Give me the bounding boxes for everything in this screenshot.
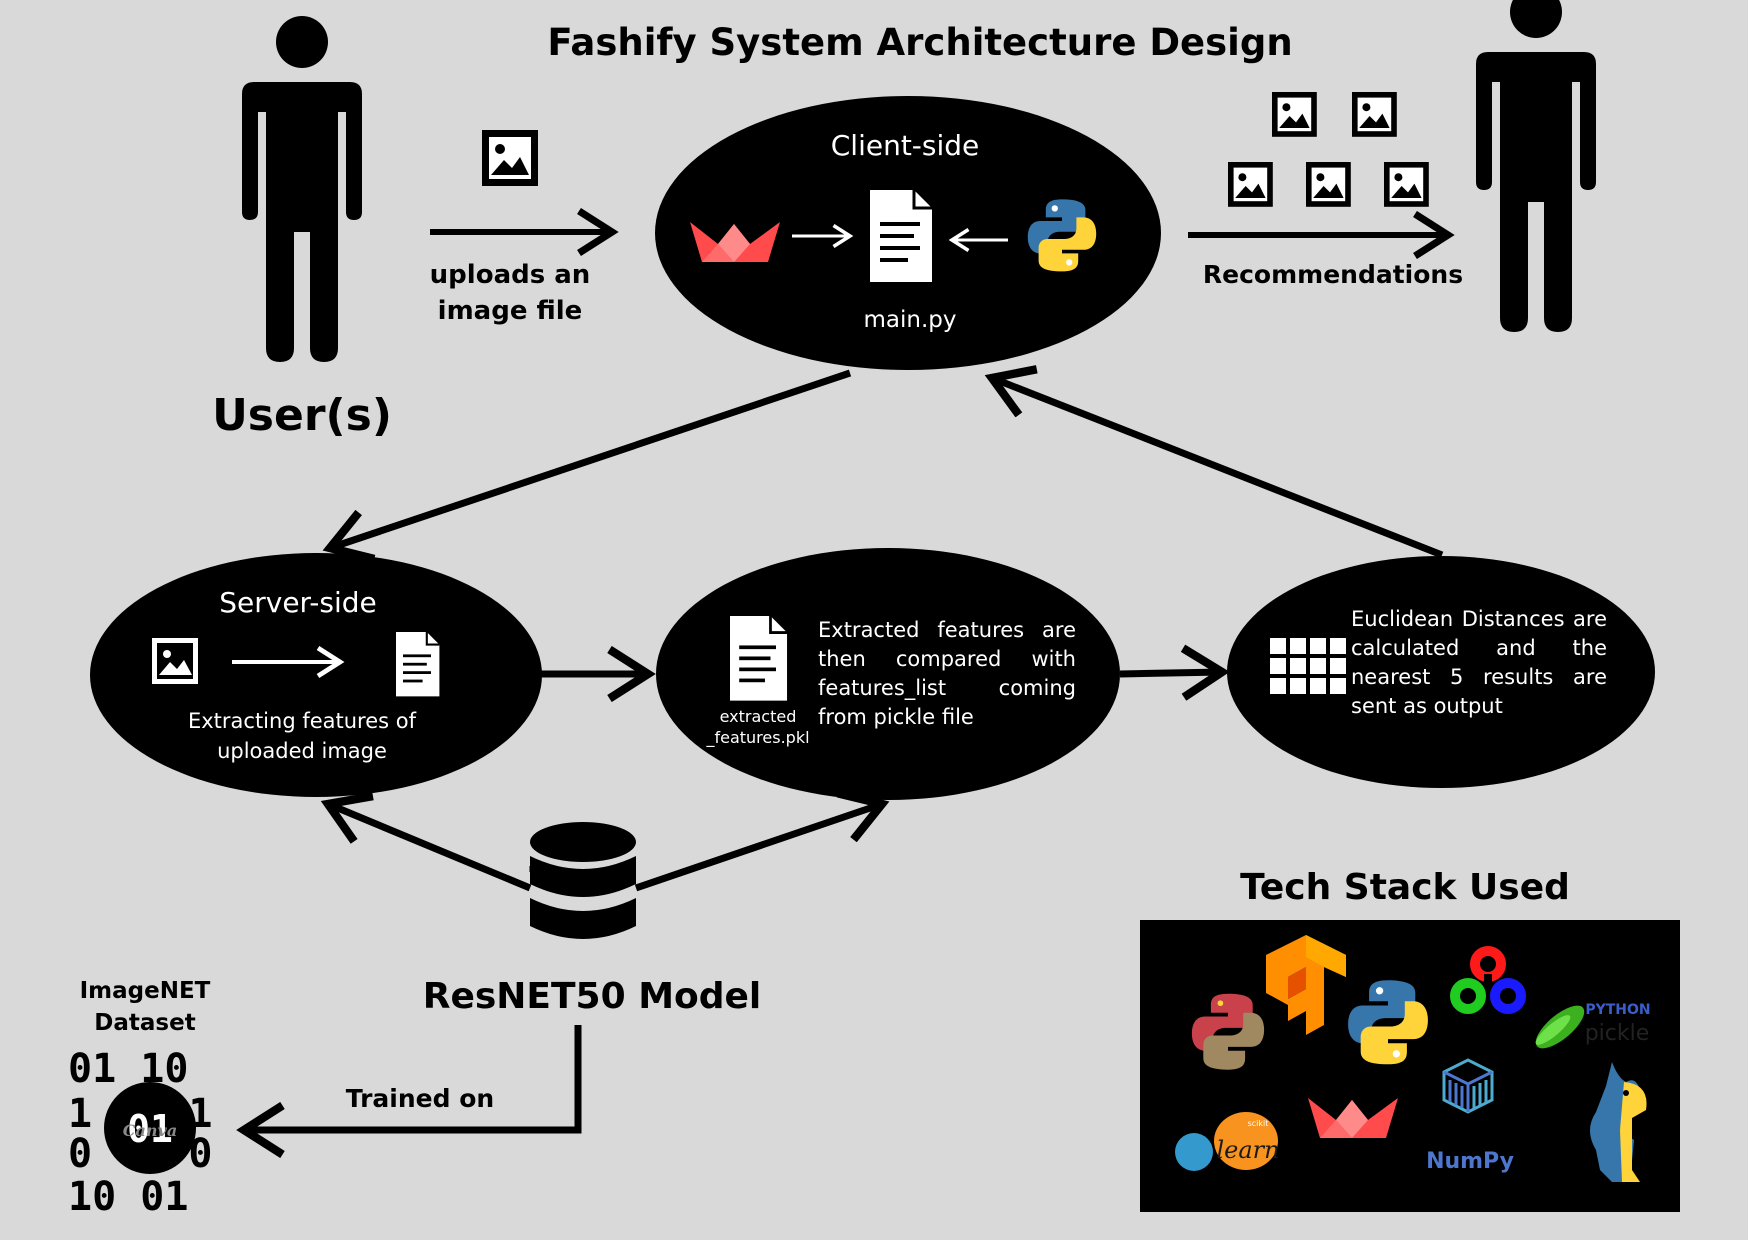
distance-to-client-arrow xyxy=(984,365,1444,559)
upload-label-line2: image file xyxy=(438,296,583,326)
main-py-label: main.py xyxy=(864,307,957,333)
pickle-text-line1: PYTHON xyxy=(1585,1002,1650,1018)
trained-on-connector xyxy=(236,1025,582,1159)
pillow-logo xyxy=(1191,993,1265,1070)
python-mascot-logo xyxy=(1590,1062,1647,1182)
dataset-label-line2: Dataset xyxy=(94,1010,195,1036)
upload-image-icon xyxy=(482,130,538,186)
pickle-file-label-line2: _features.pkl xyxy=(705,728,809,748)
client-side-title: Client-side xyxy=(831,129,980,162)
sklearn-text: learn xyxy=(1216,1136,1279,1164)
recommendations-label: Recommendations xyxy=(1203,260,1463,289)
recommendation-image-icon xyxy=(1306,162,1351,207)
compare-to-distance-arrow xyxy=(1119,644,1230,701)
user-icon-left xyxy=(242,16,362,362)
users-label: User(s) xyxy=(212,390,392,441)
pickle-text-line2: pickle xyxy=(1585,1021,1650,1046)
upload-label-line1: uploads an xyxy=(430,260,591,290)
svg-text:01: 01 xyxy=(127,1107,173,1151)
svg-text:Canva: Canva xyxy=(123,1121,177,1140)
database-icon xyxy=(529,822,636,939)
server-side-title: Server-side xyxy=(219,586,377,619)
pickle-logo: PYTHON pickle xyxy=(1535,1002,1651,1049)
compare-node xyxy=(656,548,1120,800)
binary-data-icon: 01 10 1 1 0 0 10 01 01 Canva xyxy=(68,1046,213,1220)
numpy-text: NumPy xyxy=(1426,1149,1514,1174)
pickle-file-label-line1: extracted xyxy=(720,707,797,726)
tech-stack-title: Tech Stack Used xyxy=(1240,867,1570,908)
opencv-logo xyxy=(1450,946,1526,1014)
distance-description: Euclidean Distances are calculated and t… xyxy=(1351,607,1607,718)
recommendation-image-icon xyxy=(1272,92,1317,137)
recommendation-image-icon xyxy=(1384,162,1429,207)
user-icon-right xyxy=(1476,0,1596,332)
server-image-icon xyxy=(152,638,198,684)
model-to-server-arrow xyxy=(320,792,532,892)
server-side-node xyxy=(90,553,542,797)
main-py-file-icon xyxy=(868,188,934,284)
client-to-server-arrow xyxy=(322,369,852,564)
recommendation-image-icons xyxy=(1228,92,1429,207)
distance-node xyxy=(1227,556,1655,788)
dataset-label-line1: ImageNET xyxy=(80,978,211,1004)
recommendation-image-icon xyxy=(1352,92,1397,137)
sklearn-small-text: scikit xyxy=(1248,1119,1269,1128)
server-caption-line1: Extracting features of xyxy=(188,709,417,733)
server-doc-icon xyxy=(394,630,441,698)
sklearn-logo: scikit learn xyxy=(1175,1112,1280,1171)
model-label: ResNET50 Model xyxy=(423,976,762,1017)
compare-description: Extracted features are then compared wit… xyxy=(818,618,1076,729)
binary-row-4: 10 01 xyxy=(68,1174,188,1220)
numpy-logo: NumPy xyxy=(1426,1058,1514,1174)
pickle-file-icon xyxy=(728,614,789,703)
grid-icon xyxy=(1270,638,1346,694)
model-to-compare-arrow xyxy=(634,789,890,892)
trained-on-label: Trained on xyxy=(346,1084,494,1113)
binary-center-badge xyxy=(104,1082,196,1174)
recommendation-image-icon xyxy=(1228,162,1273,207)
diagram-title: Fashify System Architecture Design xyxy=(547,21,1292,64)
server-caption-line2: uploaded image xyxy=(217,739,387,763)
binary-row-1: 01 10 xyxy=(68,1046,188,1092)
tensorflow-logo xyxy=(1266,935,1346,1035)
